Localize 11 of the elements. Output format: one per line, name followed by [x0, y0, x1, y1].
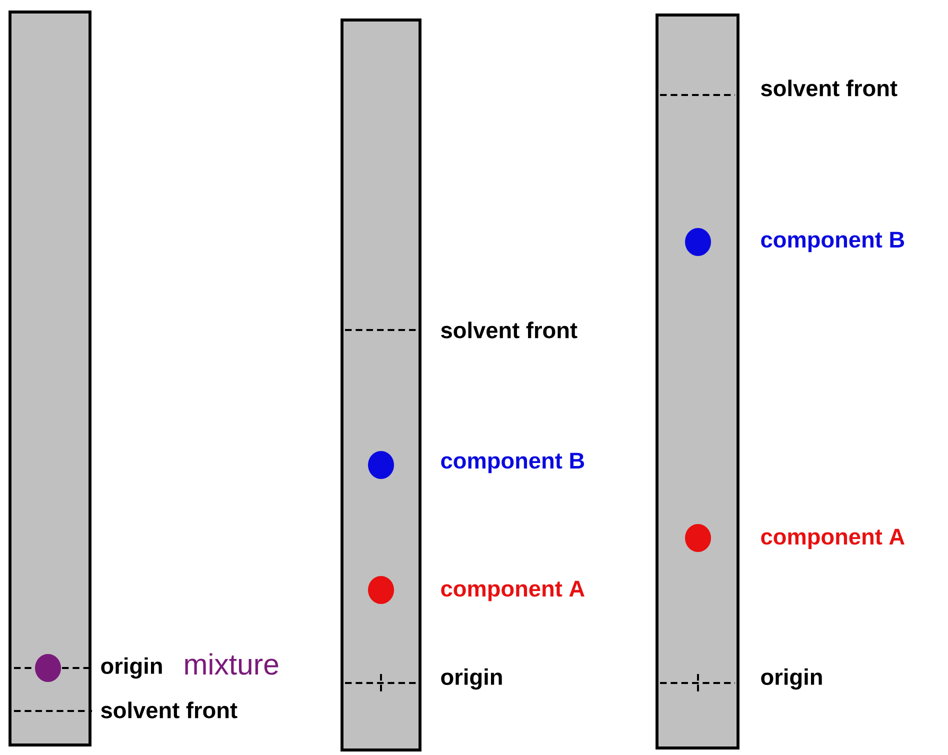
label-text: solvent front: [761, 80, 898, 96]
label-text: mixture: [185, 653, 278, 675]
label-text: origin: [101, 657, 162, 679]
label-text: component A: [441, 580, 584, 602]
label-text: origin: [441, 668, 502, 690]
label-text: component B: [761, 232, 904, 252]
label-text: component A: [761, 528, 904, 550]
label-text: origin: [761, 668, 822, 690]
label-text: solvent front: [101, 702, 238, 718]
label-text: component B: [441, 452, 584, 474]
label-text: solvent front: [441, 322, 578, 338]
